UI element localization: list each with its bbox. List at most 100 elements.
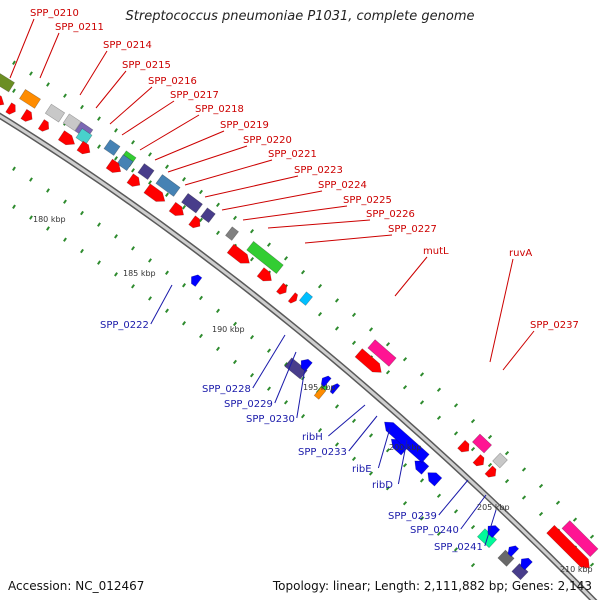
tick-mark xyxy=(283,256,289,261)
leader-line xyxy=(274,351,297,404)
backbone-line xyxy=(0,114,596,600)
tick-mark xyxy=(249,373,255,378)
tick-mark xyxy=(198,217,204,223)
tick-mark xyxy=(148,180,152,185)
reverse-cds-arrow xyxy=(329,383,341,395)
gene-label-spp_0218: SPP_0218 xyxy=(195,104,244,115)
tick-mark xyxy=(12,88,16,93)
leader-line xyxy=(9,18,35,79)
cog-block xyxy=(561,520,599,558)
leader-line xyxy=(489,258,514,363)
tick-mark xyxy=(232,215,238,221)
tick-mark xyxy=(131,168,135,173)
tick-mark xyxy=(436,387,442,392)
gene-label-spp_0210: SPP_0210 xyxy=(30,8,79,19)
scale-label: 180 kbp xyxy=(33,215,66,224)
leader-line xyxy=(267,219,371,229)
cog-category-blocks xyxy=(0,72,599,581)
leader-line xyxy=(154,130,225,161)
scale-label: 190 kbp xyxy=(212,325,245,334)
tick-mark xyxy=(470,418,476,424)
leader-line xyxy=(242,205,348,221)
tick-mark xyxy=(215,230,221,236)
tick-mark xyxy=(402,463,408,468)
tick-mark xyxy=(538,511,544,517)
tick-mark xyxy=(419,400,425,405)
tick-mark xyxy=(487,462,493,468)
leader-line xyxy=(95,70,127,109)
tick-mark xyxy=(470,446,476,452)
gene-label-spp_0222: SPP_0222 xyxy=(100,320,149,331)
forward-cds-arrow xyxy=(484,465,497,478)
leader-line xyxy=(184,159,273,186)
gene-label-ribd: ribD xyxy=(372,480,393,491)
tick-mark xyxy=(232,321,238,327)
tick-mark xyxy=(453,547,459,552)
tick-mark xyxy=(29,215,33,220)
tick-mark xyxy=(198,189,204,195)
forward-cds-arrow xyxy=(546,524,590,569)
tick-mark xyxy=(215,308,221,314)
tick-mark xyxy=(334,326,340,331)
gene-label-spp_0229: SPP_0229 xyxy=(224,399,273,410)
tick-mark xyxy=(80,104,84,110)
gene-label-spp_0220: SPP_0220 xyxy=(243,135,292,146)
gene-label-spp_0241: SPP_0241 xyxy=(434,542,483,553)
leader-line xyxy=(304,234,393,244)
cog-block xyxy=(313,386,327,400)
tick-mark xyxy=(589,534,595,539)
gene-label-spp_0228: SPP_0228 xyxy=(202,384,251,395)
reverse-cds-arrow xyxy=(427,472,443,487)
tick-mark xyxy=(402,357,408,362)
gene-label-spp_0223: SPP_0223 xyxy=(294,165,343,176)
leader-line xyxy=(150,284,173,325)
tick-mark xyxy=(368,471,374,476)
tick-mark xyxy=(385,370,391,375)
leader-line xyxy=(39,32,60,79)
tick-mark xyxy=(351,418,357,424)
reverse-cds-arrow xyxy=(520,557,533,571)
leader-line xyxy=(484,509,497,547)
tick-mark xyxy=(165,308,169,313)
reverse-cds-arrow xyxy=(191,274,203,287)
reverse-cds-arrow xyxy=(320,375,332,388)
tick-mark xyxy=(249,335,255,340)
gene-label-spp_0225: SPP_0225 xyxy=(343,195,392,206)
leader-line xyxy=(121,100,175,136)
leader-line xyxy=(394,256,428,297)
cog-block xyxy=(492,452,508,469)
tick-mark xyxy=(419,478,425,483)
tick-mark xyxy=(165,270,169,275)
tick-mark xyxy=(351,456,357,462)
cog-block xyxy=(137,163,155,180)
tick-mark xyxy=(266,348,272,353)
scale-label: 195 kbp xyxy=(303,383,336,392)
tick-mark xyxy=(436,531,442,536)
tick-mark xyxy=(436,415,442,420)
tick-mark xyxy=(351,340,357,346)
tick-mark xyxy=(46,82,50,87)
tick-mark xyxy=(317,312,323,317)
tick-mark xyxy=(182,321,186,326)
tick-mark xyxy=(148,258,152,263)
tick-mark xyxy=(300,269,306,275)
map-title: Streptococcus pneumoniae P1031, complete… xyxy=(125,9,475,24)
tick-mark xyxy=(334,442,340,447)
gene-label-spp_0211: SPP_0211 xyxy=(55,22,104,33)
forward-cds-arrow xyxy=(188,215,201,229)
forward-cds-arrow xyxy=(37,119,50,132)
gene-label-spp_0230: SPP_0230 xyxy=(246,414,295,425)
tick-mark xyxy=(114,128,118,133)
forward-cds-arrow xyxy=(0,91,5,107)
tick-mark xyxy=(29,71,33,76)
gene-label-spp_0217: SPP_0217 xyxy=(170,90,219,101)
leader-line xyxy=(139,114,200,151)
gene-label-ribe: ribE xyxy=(352,464,372,475)
cog-block xyxy=(62,113,82,132)
tick-mark xyxy=(453,431,459,436)
tick-mark xyxy=(63,199,67,204)
reverse-cds-arrow xyxy=(300,358,313,372)
forward-cds-arrow xyxy=(226,243,250,264)
leader-line xyxy=(296,367,306,419)
